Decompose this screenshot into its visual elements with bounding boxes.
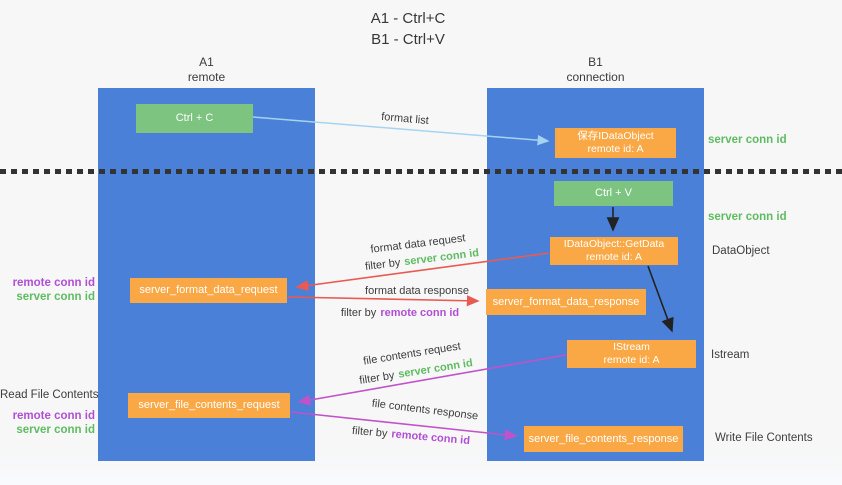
node-idataobject-getdata: IDataObject::GetData remote id: A bbox=[550, 237, 678, 265]
node-ctrl-c-label: Ctrl + C bbox=[175, 112, 214, 124]
node-ctrl-c: Ctrl + C bbox=[136, 104, 253, 133]
node-ctrl-v: Ctrl + V bbox=[554, 181, 673, 206]
node-save-idataobject: 保存IDataObject remote id: A bbox=[555, 128, 676, 158]
lane-header-a1: A1 remote bbox=[98, 55, 315, 85]
format-list-text: format list bbox=[380, 110, 430, 128]
filter-by-text: filter by bbox=[340, 307, 377, 319]
node-ctrl-v-label: Ctrl + V bbox=[595, 187, 632, 199]
diagram-title: A1 - Ctrl+C B1 - Ctrl+V bbox=[308, 8, 508, 50]
node-istream: IStream remote id: A bbox=[567, 340, 696, 368]
left-label-remote-conn-id-1: remote conn id bbox=[12, 277, 95, 289]
node-save-idataobject-line1: 保存IDataObject bbox=[577, 130, 654, 142]
file-contents-response-text: file contents response bbox=[371, 397, 479, 423]
node-idataobject-getdata-line1: IDataObject::GetData bbox=[563, 238, 665, 250]
lane-header-b1: B1 connection bbox=[487, 55, 704, 85]
node-istream-line2: remote id: A bbox=[603, 354, 660, 366]
edge-label-format-list: format list bbox=[381, 111, 430, 127]
arrow-format-data-response bbox=[287, 295, 480, 307]
remote-conn-id-text: remote conn id bbox=[380, 307, 460, 319]
node-server-file-contents-request: server_file_contents_request bbox=[128, 393, 290, 418]
edge-label-filter-by-remote-conn-id-1: filter by remote conn id bbox=[341, 307, 459, 319]
node-server-format-data-response: server_format_data_response bbox=[486, 289, 646, 315]
right-label-server-conn-id-1: server conn id bbox=[708, 134, 787, 146]
node-server-file-contents-request-label: server_file_contents_request bbox=[138, 399, 280, 411]
right-label-istream: Istream bbox=[711, 349, 750, 361]
remote-conn-id-text: remote conn id bbox=[390, 428, 471, 448]
left-label-remote-conn-id-2: remote conn id bbox=[12, 410, 95, 422]
node-server-format-data-request: server_format_data_request bbox=[130, 278, 287, 303]
node-server-format-data-request-label: server_format_data_request bbox=[139, 284, 278, 296]
right-label-server-conn-id-2: server conn id bbox=[708, 211, 787, 223]
right-label-write-file-contents: Write File Contents bbox=[715, 432, 813, 444]
edge-label-file-contents-response: file contents response bbox=[371, 398, 479, 423]
left-label-server-conn-id-2: server conn id bbox=[16, 424, 95, 436]
node-save-idataobject-line2: remote id: A bbox=[587, 143, 644, 155]
node-server-file-contents-response-label: server_file_contents_response bbox=[528, 432, 679, 445]
filter-by-text: filter by bbox=[351, 424, 388, 440]
left-label-server-conn-id-1: server conn id bbox=[16, 291, 95, 303]
lane-b1-title: B1 bbox=[588, 55, 603, 69]
lane-b1-subtitle: connection bbox=[566, 70, 625, 84]
node-server-file-contents-response: server_file_contents_response bbox=[524, 426, 683, 452]
title-line-1: A1 - Ctrl+C bbox=[370, 10, 446, 27]
server-conn-id-text: server conn id bbox=[397, 357, 474, 381]
node-idataobject-getdata-line2: remote id: A bbox=[585, 251, 643, 263]
node-server-format-data-response-label: server_format_data_response bbox=[492, 295, 640, 308]
filter-by-text: filter by bbox=[358, 369, 396, 387]
format-data-response-text: format data response bbox=[365, 285, 469, 297]
title-line-2: B1 - Ctrl+V bbox=[371, 31, 445, 48]
session-divider-dotted-line bbox=[0, 169, 842, 174]
node-istream-line1: IStream bbox=[613, 341, 650, 353]
right-label-dataobject: DataObject bbox=[712, 245, 770, 257]
left-label-read-file-contents: Read File Contents bbox=[0, 389, 99, 401]
lane-a1-subtitle: remote bbox=[187, 70, 226, 84]
edge-label-format-data-response: format data response bbox=[365, 285, 469, 297]
edge-label-filter-by-remote-conn-id-2: filter by remote conn id bbox=[352, 425, 471, 447]
lane-a1-title: A1 bbox=[199, 55, 214, 69]
filter-by-text: filter by bbox=[364, 256, 402, 273]
